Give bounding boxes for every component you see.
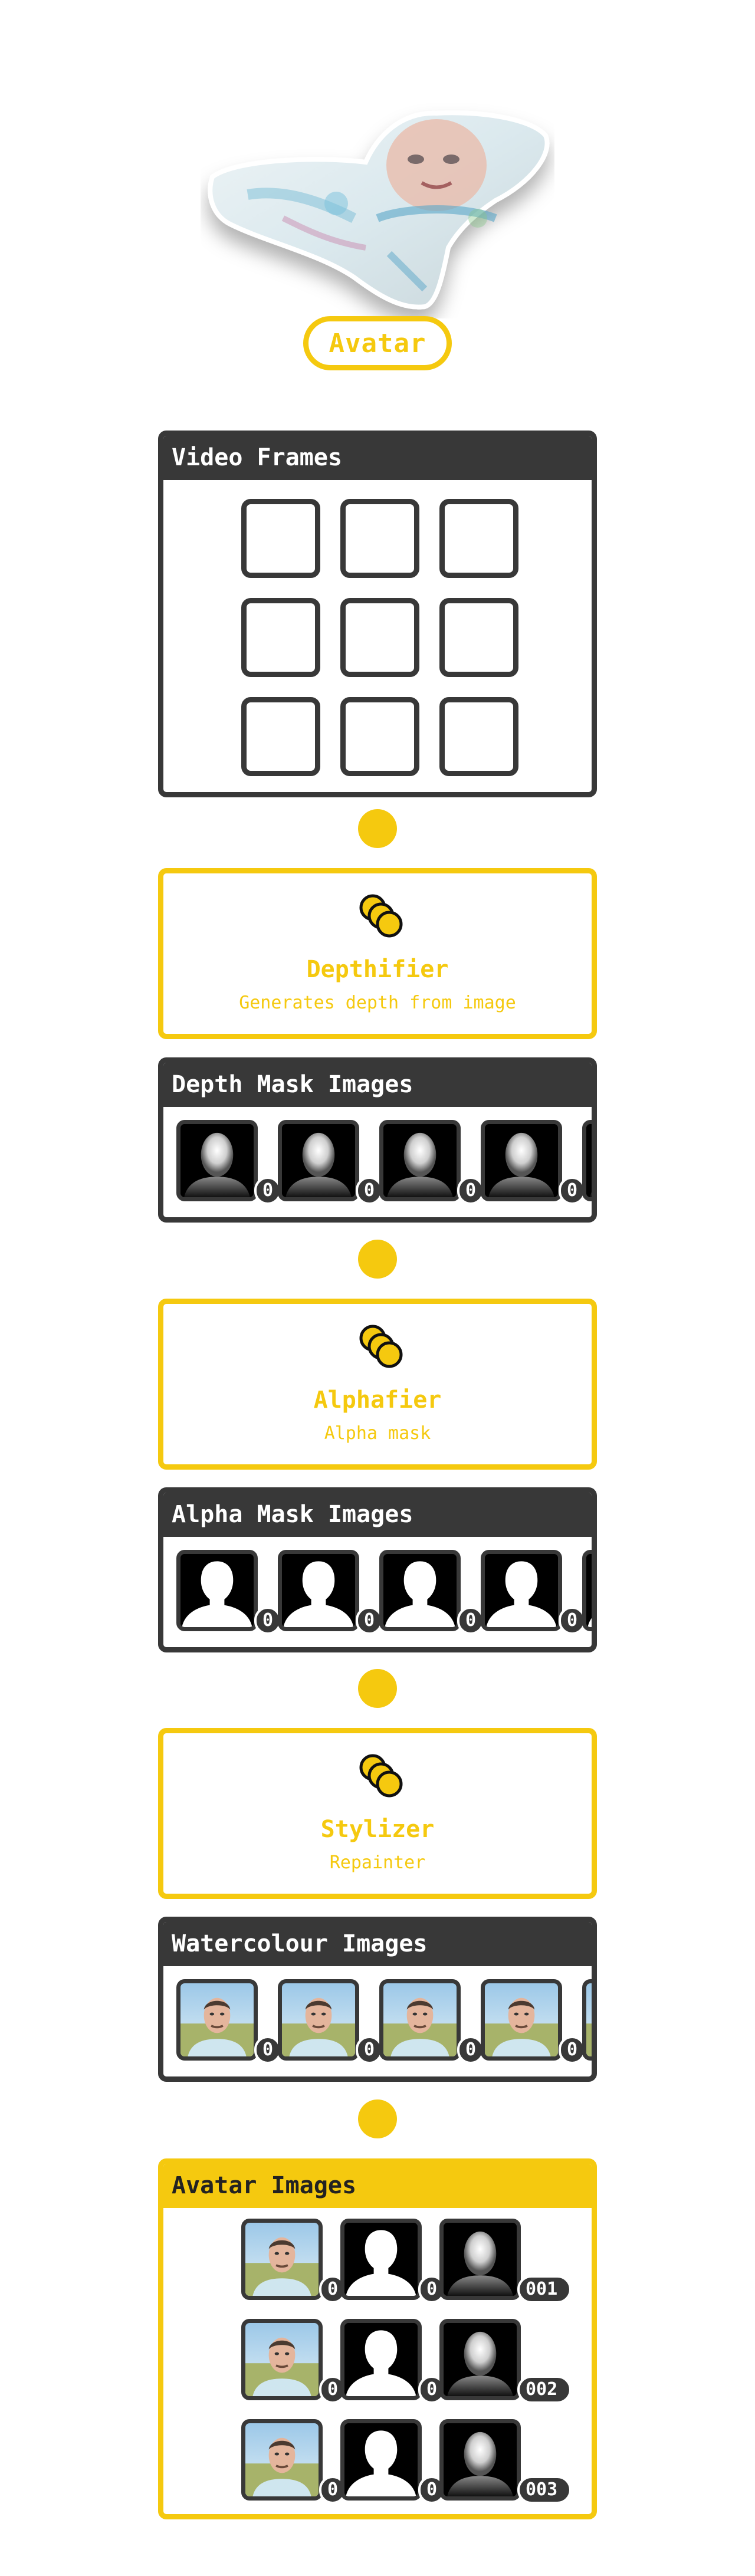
- frame-number-badge: 0: [356, 2036, 383, 2064]
- alpha-thumbnail-image: [344, 2223, 418, 2296]
- alphafier-node[interactable]: Alphafier Alpha mask: [158, 1299, 597, 1470]
- video-frames-grid: [163, 480, 592, 787]
- stacked-circles-icon: [359, 894, 403, 938]
- photo-thumbnail[interactable]: [241, 2219, 323, 2300]
- connector-dot: [358, 809, 397, 848]
- processor-subtitle: Generates depth from image: [239, 993, 516, 1013]
- frame-number-badge: 003: [517, 2476, 572, 2504]
- video-frames-title: Video Frames: [163, 436, 592, 480]
- video-frame[interactable]: [439, 697, 518, 776]
- avatar-hero-image: [208, 110, 550, 310]
- video-frames-panel: Video Frames: [158, 431, 597, 797]
- frame-number-badge: 002: [517, 2375, 572, 2404]
- depth-thumbnail[interactable]: [582, 1120, 592, 1201]
- processor-subtitle: Alpha mask: [324, 1423, 431, 1444]
- avatar-label[interactable]: Avatar: [303, 316, 452, 370]
- photo-thumbnail[interactable]: [176, 1979, 258, 2061]
- photo-thumbnail-image: [245, 2323, 319, 2396]
- processor-subtitle: Repainter: [329, 1852, 426, 1873]
- alpha-thumbnail-image: [344, 2323, 418, 2396]
- depth-thumbnail[interactable]: [379, 1120, 461, 1201]
- depthifier-node[interactable]: Depthifier Generates depth from image: [158, 868, 597, 1039]
- alpha-thumbnail[interactable]: [379, 1550, 461, 1631]
- depth-thumbnail[interactable]: [439, 2419, 521, 2501]
- photo-thumbnail-image: [245, 2423, 319, 2496]
- depth-thumbnail[interactable]: [176, 1120, 258, 1201]
- panel-title: Alpha Mask Images: [163, 1493, 592, 1537]
- frame-number-badge: 0: [559, 1606, 586, 1635]
- video-frame[interactable]: [340, 697, 419, 776]
- stacked-circles-icon: [359, 1325, 403, 1368]
- video-frame[interactable]: [241, 499, 320, 578]
- alpha-thumbnail[interactable]: [340, 2219, 422, 2300]
- stacked-circles-icon: [359, 1754, 403, 1798]
- depth-thumbnail-image: [586, 1124, 592, 1197]
- connector-dot: [358, 2099, 397, 2138]
- connector-dot: [358, 1669, 397, 1708]
- depth-thumbnail-image: [444, 2223, 517, 2296]
- photo-thumbnail[interactable]: [379, 1979, 461, 2061]
- frame-number-badge: 0: [356, 1606, 383, 1635]
- depth-thumbnail-image: [485, 1124, 558, 1197]
- photo-thumbnail-image: [245, 2223, 319, 2296]
- alpha-thumbnail[interactable]: [176, 1550, 258, 1631]
- video-frame[interactable]: [340, 598, 419, 677]
- alpha-thumbnail-image: [485, 1554, 558, 1627]
- depth-thumbnail[interactable]: [439, 2219, 521, 2300]
- depth-thumbnail[interactable]: [481, 1120, 562, 1201]
- depth-thumbnail-image: [383, 1124, 457, 1197]
- video-frame[interactable]: [241, 697, 320, 776]
- alpha-thumbnail[interactable]: [481, 1550, 562, 1631]
- alpha-thumbnail-image: [180, 1554, 254, 1627]
- frame-number-badge: 001: [517, 2275, 572, 2304]
- depth-thumbnail-image: [444, 2423, 517, 2496]
- depth-thumbnail[interactable]: [278, 1120, 359, 1201]
- alpha-thumbnail[interactable]: [340, 2319, 422, 2400]
- alpha-thumbnail[interactable]: [582, 1550, 592, 1631]
- video-frame[interactable]: [439, 499, 518, 578]
- photo-thumbnail[interactable]: [278, 1979, 359, 2061]
- depth-thumbnail[interactable]: [439, 2319, 521, 2400]
- panel-title: Avatar Images: [163, 2164, 592, 2208]
- frame-number-badge: 0: [254, 2036, 281, 2064]
- processor-title: Stylizer: [320, 1816, 435, 1843]
- depth-thumbnail-image: [444, 2323, 517, 2396]
- stylizer-node[interactable]: Stylizer Repainter: [158, 1728, 597, 1899]
- connector-dot: [358, 1240, 397, 1279]
- alpha-thumbnail[interactable]: [340, 2419, 422, 2501]
- photo-thumbnail-image: [383, 1983, 457, 2056]
- frame-number-badge: 0: [319, 2275, 346, 2304]
- photo-thumbnail[interactable]: [241, 2319, 323, 2400]
- photo-thumbnail[interactable]: [241, 2419, 323, 2501]
- video-frame[interactable]: [241, 598, 320, 677]
- photo-thumbnail-image: [282, 1983, 355, 2056]
- photo-thumbnail-image: [180, 1983, 254, 2056]
- alpha-thumbnail-image: [344, 2423, 418, 2496]
- photo-thumbnail[interactable]: [481, 1979, 562, 2061]
- alpha-thumbnail[interactable]: [278, 1550, 359, 1631]
- depth-thumbnail-image: [180, 1124, 254, 1197]
- video-frame[interactable]: [439, 598, 518, 677]
- depth-thumbnail-image: [282, 1124, 355, 1197]
- panel-title: Watercolour Images: [163, 1922, 592, 1966]
- photo-thumbnail-image: [586, 1983, 592, 2056]
- alpha-thumbnail-image: [586, 1554, 592, 1627]
- processor-title: Alphafier: [313, 1386, 442, 1414]
- photo-thumbnail-image: [485, 1983, 558, 2056]
- photo-thumbnail[interactable]: [582, 1979, 592, 2061]
- video-frame[interactable]: [340, 499, 419, 578]
- alpha-thumbnail-image: [282, 1554, 355, 1627]
- alpha-thumbnail-image: [383, 1554, 457, 1627]
- panel-title: Depth Mask Images: [163, 1063, 592, 1107]
- processor-title: Depthifier: [306, 956, 449, 983]
